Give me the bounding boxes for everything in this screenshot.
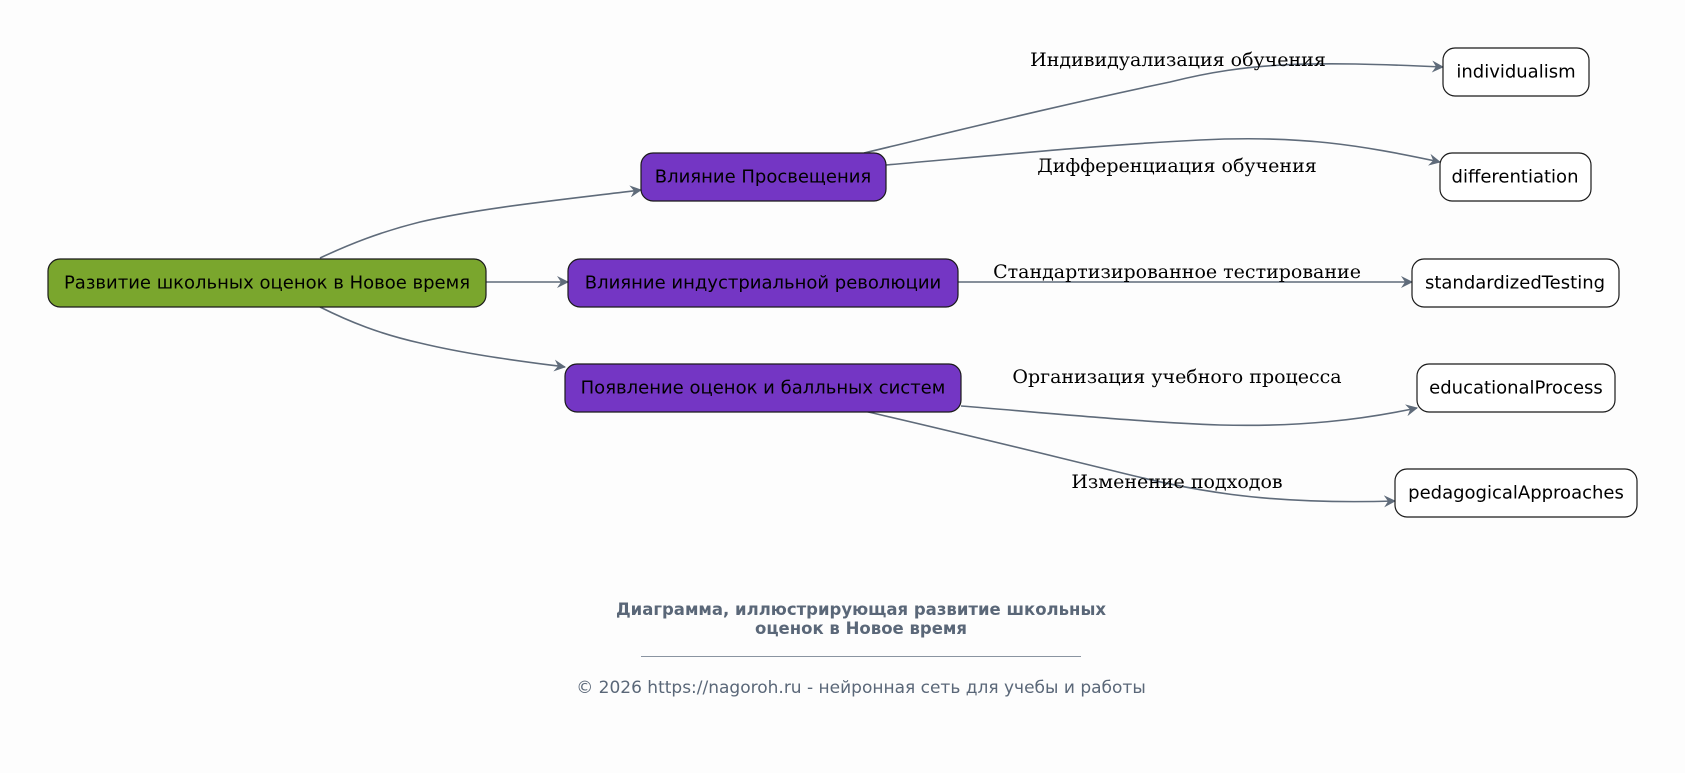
leaf-node-box: [1411, 258, 1620, 308]
edge-label-standardized-testing: Стандартизированное тестирование: [993, 261, 1361, 283]
leaf-node-differentiation[interactable]: differentiation: [1439, 152, 1592, 202]
root-node-label: Развитие школьных оценок в Новое время: [64, 273, 470, 294]
branch-node-box: [564, 363, 962, 413]
edge-label-individualism: Индивидуализация обучения: [1030, 49, 1326, 71]
leaf-node-label: standardizedTesting: [1425, 273, 1605, 294]
leaf-node-box: [1442, 47, 1590, 97]
edge-grades-to-process: [960, 404, 1418, 427]
leaf-node-educational-process[interactable]: educationalProcess: [1416, 363, 1616, 413]
edge-enlightenment-to-individualism: [863, 60, 1444, 154]
branch-node-enlightenment[interactable]: Влияние Просвещения: [640, 152, 887, 202]
branch-node-box: [640, 152, 887, 202]
edge-label-educational-process: Организация учебного процесса: [1012, 366, 1341, 388]
caption-title-line1: Диаграмма, иллюстрирующая развитие школь…: [615, 600, 1107, 619]
root-node[interactable]: Развитие школьных оценок в Новое время: [47, 258, 487, 308]
leaf-node-box: [1439, 152, 1592, 202]
copyright-footer: © 2026 https://nagoroh.ru - нейронная се…: [576, 678, 1146, 698]
branch-node-label: Влияние Просвещения: [655, 167, 872, 188]
edge-label-differentiation: Дифференциация обучения: [1037, 155, 1316, 177]
edge-label-pedagogical-approaches: Изменение подходов: [1071, 471, 1282, 493]
leaf-node-label: differentiation: [1452, 167, 1579, 188]
edges: [319, 60, 1444, 508]
leaf-node-label: pedagogicalApproaches: [1408, 483, 1624, 504]
branch-node-label: Влияние индустриальной революции: [585, 273, 941, 294]
diagram-caption-title: Диаграмма, иллюстрирующая развитие школь…: [0, 600, 1685, 638]
leaf-node-standardized-testing[interactable]: standardizedTesting: [1411, 258, 1620, 308]
leaf-node-box: [1416, 363, 1616, 413]
edge-root-to-enlightenment: [319, 185, 642, 259]
leaf-node-pedagogical-approaches[interactable]: pedagogicalApproaches: [1394, 468, 1638, 518]
edge-grades-to-approaches: [863, 410, 1396, 508]
caption-title-line2: оценок в Новое время: [754, 619, 967, 638]
branch-node-label: Появление оценок и балльных систем: [581, 378, 946, 399]
edge-root-to-grades: [319, 306, 566, 372]
branch-node-box: [567, 258, 959, 308]
branch-node-grades[interactable]: Появление оценок и балльных систем: [564, 363, 962, 413]
leaf-node-individualism[interactable]: individualism: [1442, 47, 1590, 97]
edge-enlightenment-to-differentiation: [885, 137, 1441, 166]
leaf-node-box: [1394, 468, 1638, 518]
branch-node-industrial[interactable]: Влияние индустриальной революции: [567, 258, 959, 308]
caption-divider: [641, 656, 1081, 657]
leaf-node-label: educationalProcess: [1429, 378, 1603, 399]
root-node-box: [47, 258, 487, 308]
leaf-node-label: individualism: [1456, 62, 1575, 83]
edge-labels: Индивидуализация обучения Дифференциация…: [993, 49, 1361, 493]
